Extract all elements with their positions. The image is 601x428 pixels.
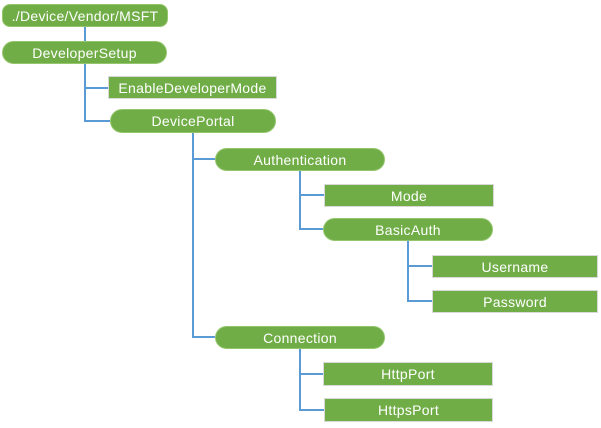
connector-branch-basicauth bbox=[299, 228, 323, 230]
connector-branch-httpport bbox=[299, 373, 323, 375]
node-httpsport: HttpsPort bbox=[324, 398, 493, 422]
connector-trunk-developersetup bbox=[84, 64, 86, 122]
connector-trunk-basicauth bbox=[407, 241, 409, 302]
connector-branch-deviceportal bbox=[84, 120, 110, 122]
node-enabledevelopermode: EnableDeveloperMode bbox=[108, 76, 277, 99]
connector-msft-developersetup bbox=[84, 27, 86, 41]
node-deviceportal: DevicePortal bbox=[110, 109, 276, 133]
connector-branch-httpsport bbox=[299, 409, 324, 411]
node-basicauth: BasicAuth bbox=[323, 218, 493, 241]
connector-branch-username bbox=[407, 265, 432, 267]
node-device-vendor-msft: ./Device/Vendor/MSFT bbox=[2, 4, 168, 27]
node-mode: Mode bbox=[324, 184, 494, 207]
connector-branch-authentication bbox=[192, 158, 215, 160]
connector-trunk-connection bbox=[299, 349, 301, 411]
connector-branch-enabledevelopermode bbox=[84, 87, 108, 89]
connector-trunk-deviceportal bbox=[192, 133, 194, 338]
connector-branch-mode bbox=[299, 194, 324, 196]
node-developersetup: DeveloperSetup bbox=[2, 41, 167, 64]
node-connection: Connection bbox=[215, 326, 385, 349]
connector-branch-password bbox=[407, 300, 432, 302]
connector-branch-connection bbox=[192, 336, 215, 338]
node-username: Username bbox=[432, 255, 598, 278]
node-password: Password bbox=[432, 290, 598, 313]
node-httpport: HttpPort bbox=[323, 362, 493, 386]
connector-trunk-authentication bbox=[299, 171, 301, 230]
node-authentication: Authentication bbox=[215, 148, 385, 171]
